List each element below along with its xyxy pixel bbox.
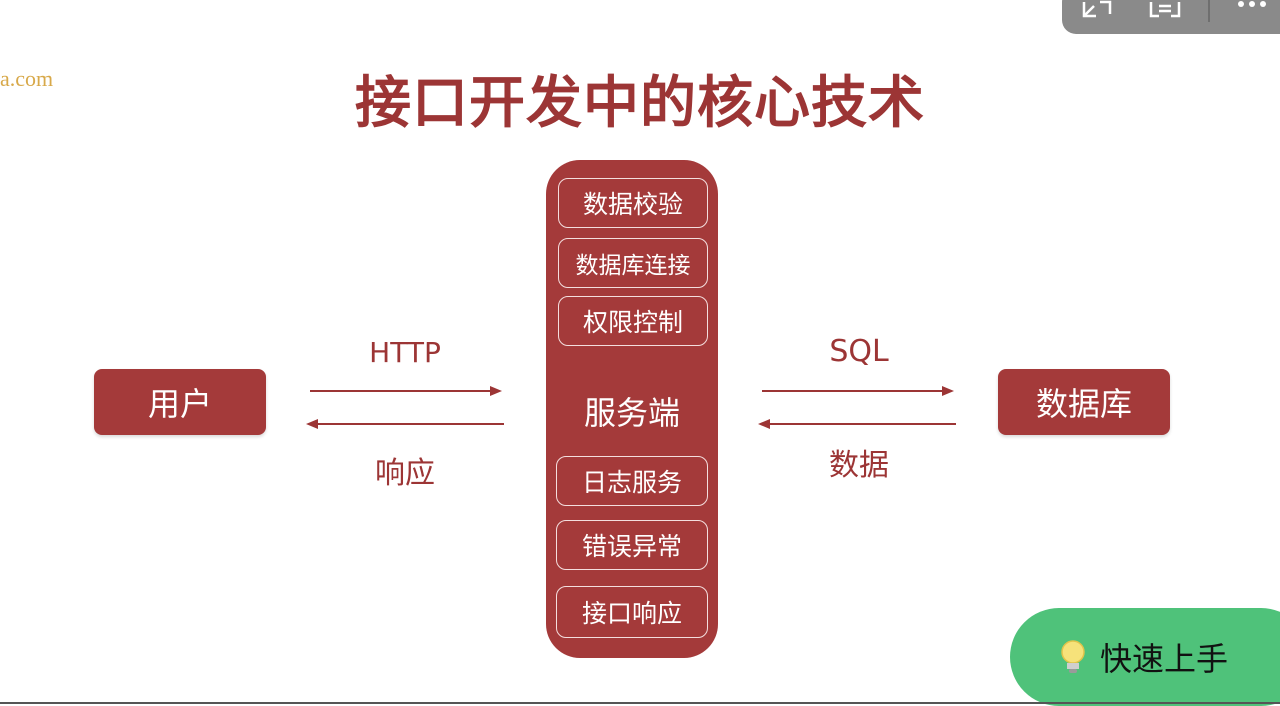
database-box: 数据库 (998, 369, 1170, 435)
slide-title: 接口开发中的核心技术 (355, 71, 925, 136)
quick-start-button[interactable]: 快速上手 (1010, 608, 1280, 706)
bottom-divider (0, 702, 1280, 704)
http-label: HTTP (369, 336, 441, 369)
text-scan-icon[interactable] (1148, 0, 1182, 20)
module-access-control: 权限控制 (558, 296, 708, 346)
user-box: 用户 (94, 369, 266, 435)
toolbar-divider (1208, 0, 1210, 22)
sql-label: SQL (829, 334, 889, 369)
collapse-icon[interactable] (1080, 0, 1114, 20)
module-errors: 错误异常 (556, 520, 708, 570)
server-column (546, 160, 718, 658)
module-db-connection: 数据库连接 (558, 238, 708, 288)
module-logging: 日志服务 (556, 456, 708, 506)
module-data-validation: 数据校验 (558, 178, 708, 228)
server-label: 服务端 (583, 394, 680, 432)
response-label: 响应 (375, 456, 435, 491)
more-icon[interactable] (1236, 0, 1270, 12)
quick-start-label: 快速上手 (1100, 640, 1229, 678)
site-watermark: a.com (0, 66, 54, 91)
lightbulb-icon (1061, 640, 1085, 673)
module-response: 接口响应 (556, 586, 708, 638)
data-label: 数据 (829, 448, 889, 483)
